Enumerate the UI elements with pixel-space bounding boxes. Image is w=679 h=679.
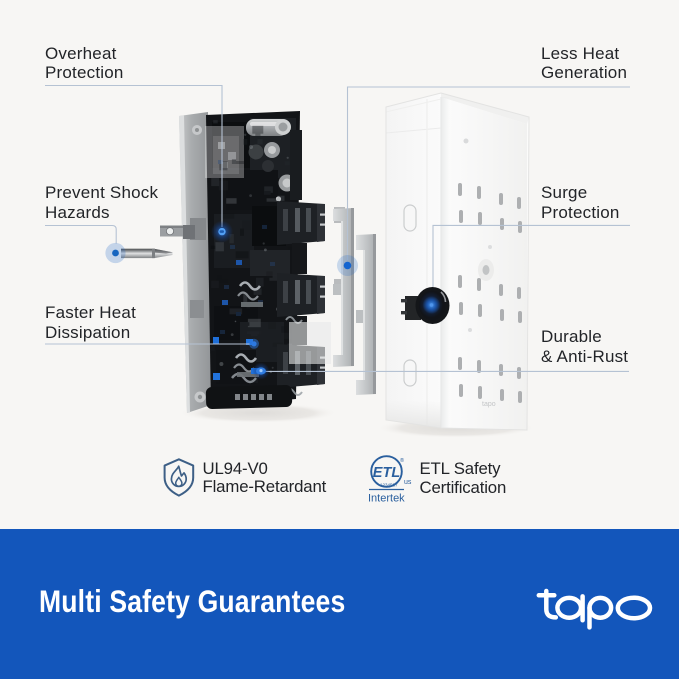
svg-text:Intertek: Intertek (368, 493, 405, 505)
svg-text:1234567: 1234567 (380, 483, 398, 488)
svg-text:us: us (404, 479, 412, 486)
svg-text:ETL: ETL (373, 465, 400, 481)
svg-text:®: ® (400, 457, 404, 464)
svg-text:tapo: tapo (482, 401, 496, 408)
